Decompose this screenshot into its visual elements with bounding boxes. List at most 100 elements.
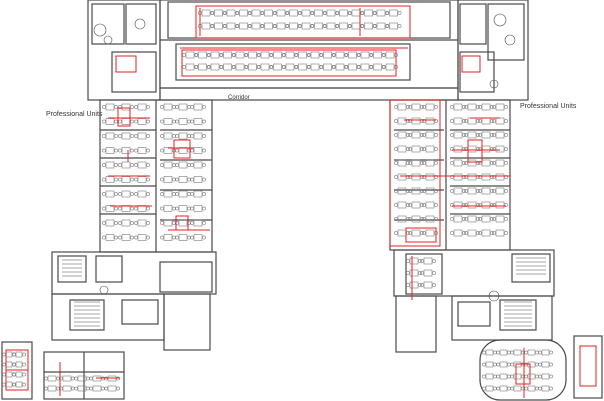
desk xyxy=(495,187,505,195)
chair xyxy=(504,231,508,235)
desk xyxy=(425,159,435,167)
chair xyxy=(382,53,386,57)
chair xyxy=(307,53,311,57)
desk xyxy=(453,103,463,111)
desk xyxy=(105,132,115,140)
chair xyxy=(102,221,106,225)
desk xyxy=(15,371,23,378)
chair xyxy=(462,189,466,193)
chair xyxy=(482,386,486,391)
desk xyxy=(541,349,550,356)
chair xyxy=(160,177,164,182)
desk xyxy=(105,234,115,241)
chair xyxy=(408,203,412,207)
chair xyxy=(478,175,482,179)
desk xyxy=(137,132,147,140)
desk xyxy=(314,9,323,17)
desk xyxy=(178,161,188,169)
chair xyxy=(160,105,164,109)
chair xyxy=(130,221,134,225)
chair xyxy=(478,119,482,123)
desk xyxy=(178,103,188,111)
chair xyxy=(462,147,466,151)
chair xyxy=(134,148,138,153)
desk xyxy=(499,349,508,356)
desk xyxy=(513,349,522,356)
desk xyxy=(467,215,477,223)
chair xyxy=(482,362,486,367)
chair xyxy=(130,206,134,211)
desk xyxy=(453,173,463,181)
desk xyxy=(541,385,550,392)
chair xyxy=(538,350,542,355)
desk xyxy=(15,361,23,368)
chair xyxy=(307,65,311,69)
desk xyxy=(92,385,102,392)
desk xyxy=(423,269,433,277)
desk xyxy=(453,145,463,153)
chair xyxy=(360,11,365,15)
desk xyxy=(193,132,203,140)
chair xyxy=(496,362,500,367)
chair xyxy=(319,65,324,69)
chair xyxy=(510,374,514,379)
chair xyxy=(549,350,553,355)
desk xyxy=(411,103,421,111)
chair xyxy=(175,192,179,196)
chair xyxy=(190,134,194,138)
chair xyxy=(406,259,410,263)
desk xyxy=(541,373,550,380)
desk xyxy=(364,22,373,30)
chair xyxy=(202,163,206,167)
chair xyxy=(504,105,508,109)
desk xyxy=(376,9,386,17)
chair xyxy=(323,11,327,15)
desk xyxy=(397,131,407,139)
chair xyxy=(114,221,118,225)
desk xyxy=(467,229,477,237)
chair xyxy=(114,192,118,196)
desk xyxy=(178,205,188,212)
chair xyxy=(232,65,236,69)
chair xyxy=(175,148,179,153)
desk xyxy=(301,9,311,17)
desk xyxy=(485,373,494,380)
chair xyxy=(130,105,134,109)
desk xyxy=(364,9,373,17)
chair xyxy=(492,161,496,165)
chair xyxy=(490,105,494,109)
right-wing-label: Professional Units xyxy=(520,103,577,110)
chair xyxy=(478,189,482,193)
chair xyxy=(434,175,438,179)
desk xyxy=(425,103,435,111)
chair xyxy=(406,119,410,123)
desk xyxy=(495,201,505,209)
chair xyxy=(492,217,496,221)
chair xyxy=(102,163,106,167)
desk xyxy=(411,173,421,181)
desk xyxy=(251,22,261,30)
desk xyxy=(513,373,522,380)
desk xyxy=(193,219,203,227)
chair xyxy=(406,133,410,137)
chair xyxy=(190,206,194,211)
chair xyxy=(202,235,206,240)
chair xyxy=(59,386,63,391)
chair xyxy=(464,119,468,123)
chair xyxy=(490,119,494,123)
desk xyxy=(178,132,188,140)
chair xyxy=(464,175,468,179)
chair xyxy=(202,119,206,124)
chair xyxy=(134,177,138,182)
desk xyxy=(185,63,195,71)
desk xyxy=(105,147,115,154)
desk xyxy=(411,145,421,153)
chair xyxy=(202,105,206,109)
chair xyxy=(482,374,486,379)
desk xyxy=(495,229,505,237)
chair xyxy=(282,65,286,69)
chair xyxy=(450,203,454,207)
chair xyxy=(59,376,63,381)
chair xyxy=(273,11,277,15)
